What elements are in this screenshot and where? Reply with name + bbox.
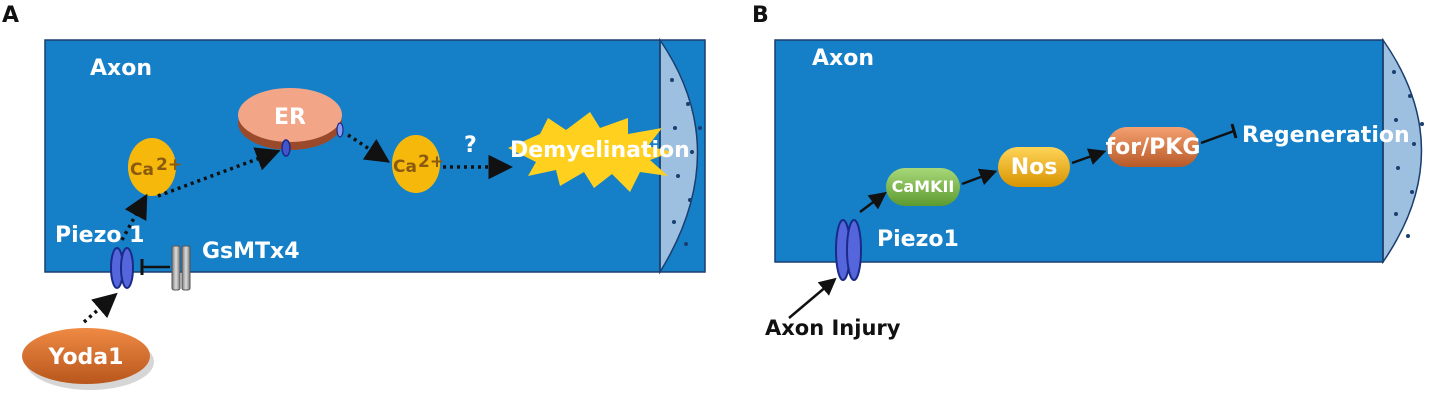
calcium-left: Ca 2+	[128, 138, 182, 196]
regeneration-label: Regeneration	[1242, 123, 1410, 148]
question-mark: ?	[464, 133, 477, 158]
inhibition-bar-b	[1230, 123, 1238, 139]
svg-text:Ca: Ca	[130, 160, 154, 180]
calcium-right: Ca 2+	[392, 135, 444, 193]
yoda1-molecule: Yoda1	[22, 328, 154, 390]
axon-a-end-cap	[659, 37, 699, 275]
dotted-arrows-a	[82, 133, 513, 324]
svg-text:CaMKII: CaMKII	[892, 177, 955, 196]
axon-label-a: Axon	[90, 56, 152, 81]
svg-text:Ca: Ca	[393, 157, 417, 177]
panel-a-letter: A	[2, 3, 19, 28]
panel-b: B Axon CaMKII Nos for/PKG Regeneration	[752, 3, 1424, 340]
piezo1-label-a: Piezo 1	[55, 223, 144, 248]
camkii-node: CaMKII	[886, 168, 960, 206]
axon-b-body	[774, 39, 1384, 263]
panel-a: A Axon ER Ca 2+ Ca 2+	[2, 3, 706, 390]
axon-b-end-cap	[1382, 37, 1423, 265]
end-cap-dots-b	[1392, 70, 1424, 238]
er-channel-right-icon	[336, 122, 344, 138]
piezo1-channel-b-icon	[835, 219, 862, 281]
er-channel-bottom-icon	[281, 139, 291, 157]
pkg-node: for/PKG	[1106, 127, 1201, 167]
svg-text:for/PKG: for/PKG	[1106, 135, 1201, 160]
yoda1-label: Yoda1	[48, 345, 124, 370]
solid-arrows-b	[788, 129, 1235, 319]
svg-text:Nos: Nos	[1011, 155, 1058, 180]
svg-text:2+: 2+	[418, 152, 444, 172]
piezo1-label-b: Piezo1	[877, 227, 959, 252]
piezo1-channel-a-icon	[110, 247, 134, 289]
demyelination-burst	[508, 112, 672, 192]
gsmtx4-label: GsMTx4	[202, 239, 300, 264]
panel-b-letter: B	[752, 3, 769, 28]
er-label: ER	[274, 105, 306, 130]
gsmtx4-icon	[171, 245, 191, 291]
svg-text:2+: 2+	[156, 155, 182, 175]
demyelination-label: Demyelination	[510, 138, 690, 163]
axon-label-b: Axon	[812, 46, 874, 71]
end-cap-dots	[670, 78, 702, 246]
axon-injury-label: Axon Injury	[765, 316, 901, 340]
er-organelle: ER	[238, 88, 344, 157]
nos-node: Nos	[998, 147, 1070, 187]
